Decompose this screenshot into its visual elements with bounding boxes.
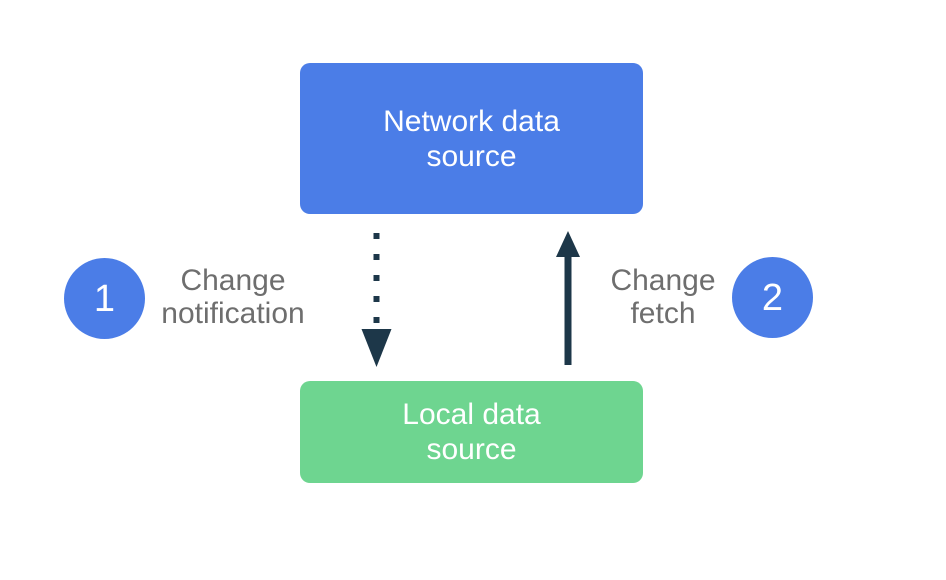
network-data-source-box: Network data source — [300, 63, 643, 214]
change-fetch-label: Change fetch — [610, 264, 716, 330]
solid-arrow-head — [556, 231, 580, 257]
dotted-down-arrow-icon — [361, 233, 392, 367]
change-notification-label: Change notification — [161, 264, 305, 330]
step-2-number: 2 — [761, 276, 784, 319]
step-1-badge: 1 — [64, 258, 145, 339]
local-data-source-label: Local data source — [402, 398, 541, 466]
local-data-source-box: Local data source — [300, 381, 643, 483]
step-1-number: 1 — [93, 277, 116, 320]
step-2-badge: 2 — [732, 257, 813, 338]
network-data-source-label: Network data source — [383, 104, 560, 173]
solid-up-arrow-icon — [556, 231, 580, 365]
dotted-arrow-head — [361, 329, 392, 367]
